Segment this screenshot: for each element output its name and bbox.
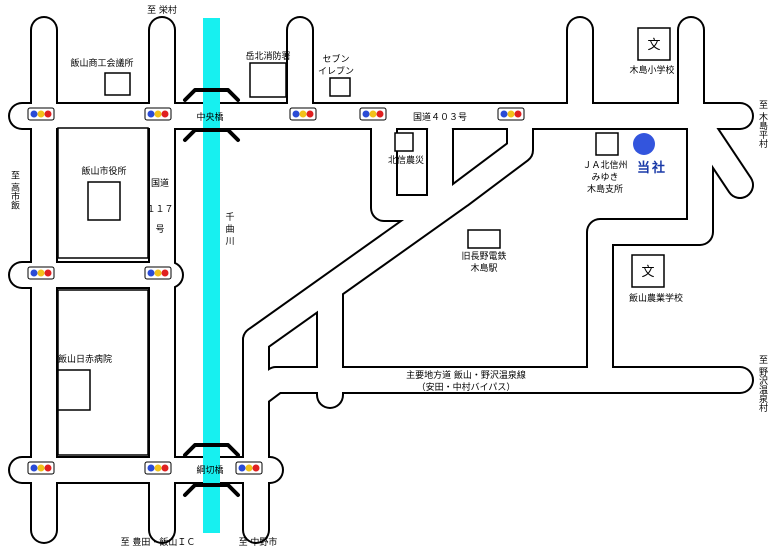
amikiri-bridge-north <box>183 443 240 457</box>
signal-south-route117 <box>144 461 172 475</box>
label-seven-eleven-2: イレブン <box>318 65 354 77</box>
label-chuo-bridge: 中央橋 <box>196 111 223 123</box>
fire-station-building <box>249 62 287 98</box>
label-route117-2: １１７ <box>146 205 173 215</box>
signal-south-west <box>27 461 55 475</box>
label-chikuma-2: 曲 <box>225 224 234 235</box>
company-location-marker <box>633 133 655 155</box>
road-east-loop <box>586 106 714 394</box>
label-fire-station: 岳北消防署 <box>245 50 290 62</box>
label-to-nakano: 至 中野市 <box>239 536 278 548</box>
buildings <box>57 27 671 456</box>
label-old-station-2: 木島駅 <box>470 262 497 274</box>
signal-403-east1 <box>289 107 317 121</box>
label-seven-eleven-1: セブン <box>322 53 349 65</box>
signal-mid-route117 <box>144 266 172 280</box>
label-ja-2: みゆき <box>591 172 618 183</box>
label-chikuma-3: 川 <box>225 237 234 247</box>
label-hokushin: 北信農災 <box>388 154 424 166</box>
school-icon-south: 文 <box>641 265 654 280</box>
hospital-building <box>57 369 91 411</box>
label-route403: 国道４０３号 <box>413 111 467 123</box>
map-labels: 至 栄村 飯山商工会議所 岳北消防署 セブン イレブン 木島小学校 中央橋 国道… <box>9 4 768 548</box>
amikiri-bridge-south <box>183 483 240 497</box>
label-pref-road-2: （安田・中村バイパス） <box>417 381 516 393</box>
signal-mid-west <box>27 266 55 280</box>
label-pref-road-1: 主要地方道 飯山・野沢温泉線 <box>406 369 526 381</box>
label-to-sakaemura: 至 栄村 <box>147 4 177 16</box>
signal-403-east3 <box>497 107 525 121</box>
company-label: 当社 <box>637 160 667 176</box>
signal-403-west <box>27 107 55 121</box>
signal-south-amikiri <box>235 461 263 475</box>
label-agri-school: 飯山農業学校 <box>629 292 683 304</box>
label-chikuma-1: 千 <box>225 212 234 223</box>
school-icon-north: 文 <box>647 38 660 53</box>
old-station-building <box>467 229 501 249</box>
signal-403-route117 <box>144 107 172 121</box>
seven-eleven-building <box>329 77 351 97</box>
label-to-takaichi: 至 高市飯 <box>9 170 20 210</box>
chuo-bridge-south <box>183 128 240 142</box>
label-ja-1: ＪＡ北信州 <box>582 159 627 171</box>
label-iiyama-chamber: 飯山商工会議所 <box>70 57 133 69</box>
label-city-hall: 飯山市役所 <box>81 165 126 177</box>
label-route117-1: 国道 <box>151 177 169 189</box>
label-to-kijimadaira: 至 木島平村 <box>757 100 768 148</box>
signal-403-east2 <box>359 107 387 121</box>
label-kijima-elem: 木島小学校 <box>629 64 674 76</box>
label-amikiri-bridge: 綱切橋 <box>196 464 223 476</box>
agri-school-building <box>631 254 665 288</box>
label-route117-3: 号 <box>155 224 164 235</box>
bridges <box>183 88 240 497</box>
label-old-station-1: 旧長野電鉄 <box>461 250 506 262</box>
ja-building <box>595 132 619 156</box>
label-to-toyota: 至 豊田・飯山ＩＣ <box>121 536 196 548</box>
label-red-cross: 飯山日赤病院 <box>58 353 112 365</box>
chuo-bridge-north <box>183 88 240 102</box>
chamber-building <box>104 72 131 96</box>
label-ja-3: 木島支所 <box>587 183 623 195</box>
traffic-signals <box>27 107 525 475</box>
kijima-elem-building <box>637 27 671 61</box>
label-to-nozawa: 至 野沢温泉村 <box>757 355 768 412</box>
city-hall-building <box>87 181 121 221</box>
hokushin-building <box>394 132 414 152</box>
chikuma-river <box>203 18 220 533</box>
